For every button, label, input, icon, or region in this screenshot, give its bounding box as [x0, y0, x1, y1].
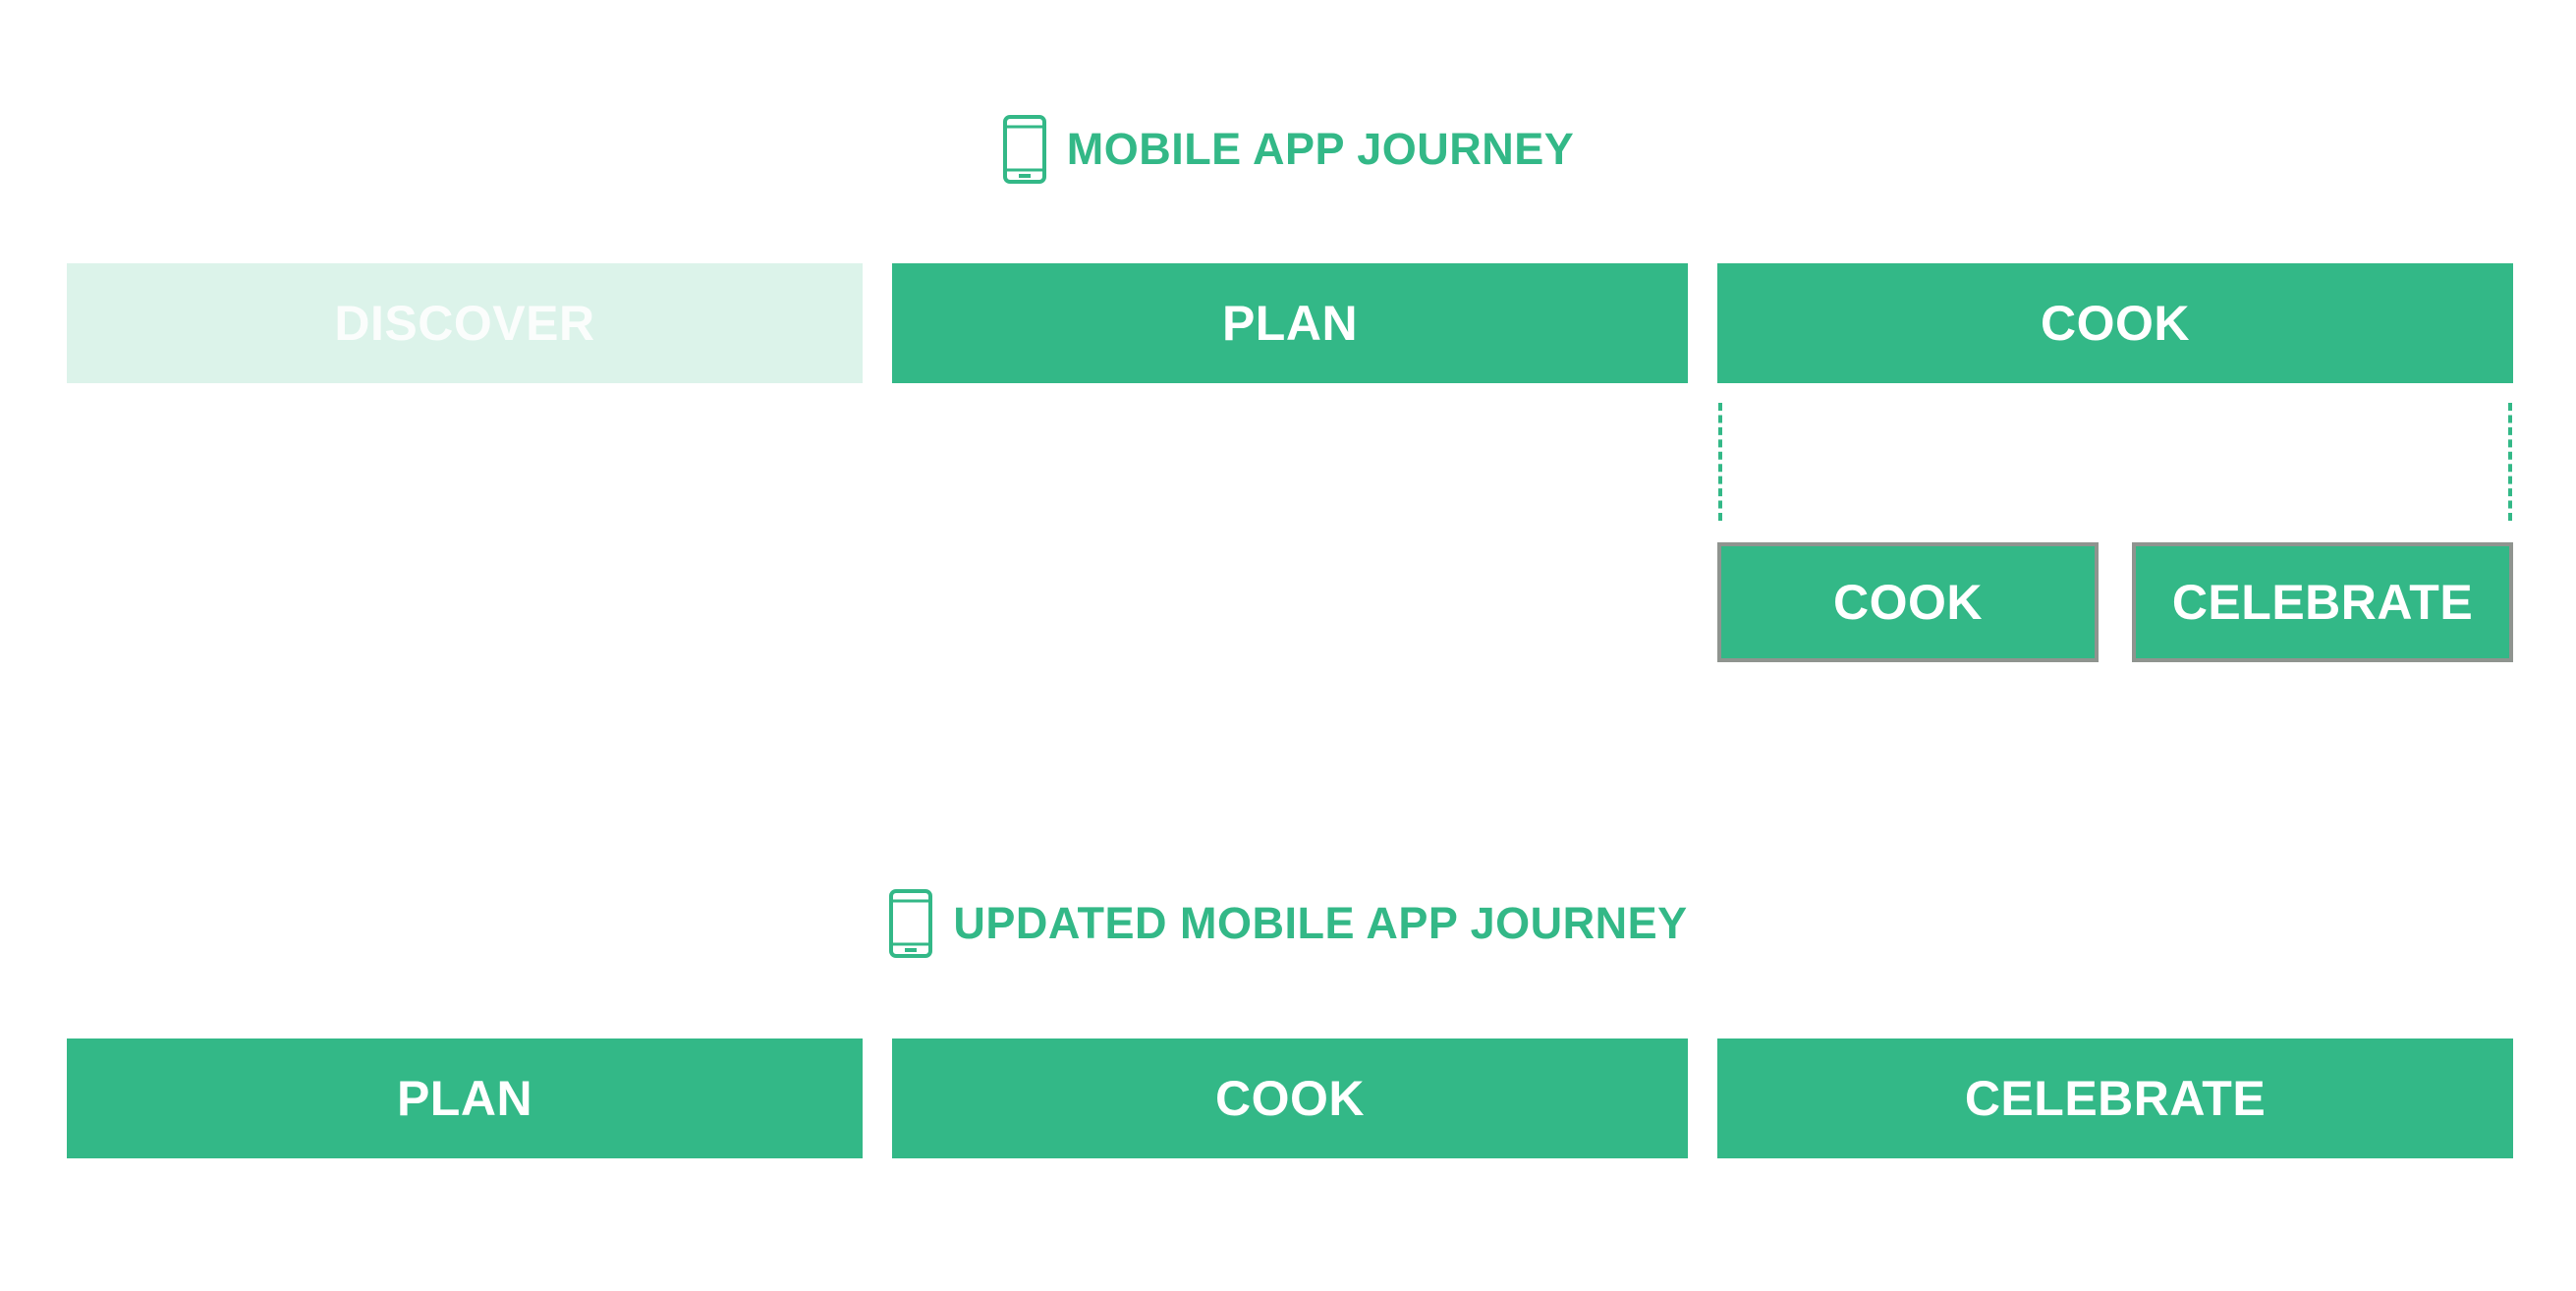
updated-journey-heading: UPDATED MOBILE APP JOURNEY — [0, 884, 2576, 963]
stage-label: PLAN — [1221, 296, 1359, 351]
updated-stage-cook: COOK — [892, 1038, 1688, 1158]
dashed-connector-left — [1718, 403, 1722, 521]
updated-stage-plan: PLAN — [67, 1038, 863, 1158]
stage-label: CELEBRATE — [1964, 1071, 2267, 1126]
updated-stage-celebrate: CELEBRATE — [1717, 1038, 2513, 1158]
substage-cook: COOK — [1717, 542, 2099, 662]
substage-label: COOK — [1833, 575, 1983, 630]
mobile-phone-icon — [1002, 115, 1046, 184]
substage-label: CELEBRATE — [2171, 575, 2474, 630]
stage-plan: PLAN — [892, 263, 1688, 383]
stage-label: COOK — [2041, 296, 2190, 351]
journey-heading: MOBILE APP JOURNEY — [0, 110, 2576, 189]
journey-title: MOBILE APP JOURNEY — [1066, 124, 1575, 174]
stage-cook: COOK — [1717, 263, 2513, 383]
mobile-phone-icon — [889, 889, 933, 958]
updated-journey-title: UPDATED MOBILE APP JOURNEY — [953, 898, 1688, 948]
stage-label: DISCOVER — [334, 296, 595, 351]
stage-label: PLAN — [396, 1071, 533, 1126]
stage-discover: DISCOVER — [67, 263, 863, 383]
dashed-connector-right — [2508, 403, 2512, 521]
stage-label: COOK — [1215, 1071, 1365, 1126]
substage-celebrate: CELEBRATE — [2132, 542, 2513, 662]
